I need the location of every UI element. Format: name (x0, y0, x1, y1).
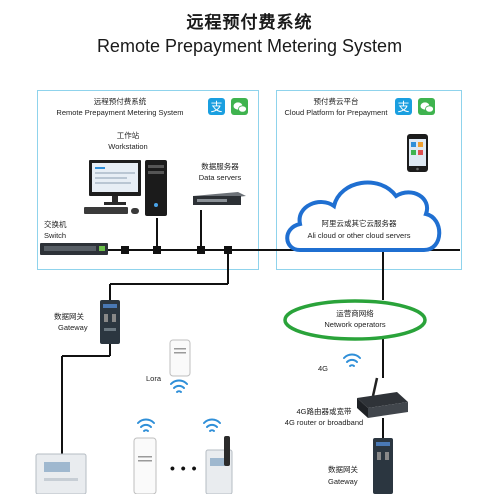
alipay-icon-left: 支 (208, 98, 225, 115)
data-server-device (193, 192, 246, 205)
switch-label-en: Switch (44, 231, 67, 240)
gateway-left-device (100, 300, 120, 344)
workstation-label-cn: 工作站 (116, 131, 140, 140)
data-servers-label-en: Data servers (198, 173, 242, 182)
right-panel-title-en: Cloud Platform for Prepayment (284, 108, 388, 117)
right-panel (276, 90, 462, 270)
switch-device (40, 243, 108, 255)
smartphone-icon (407, 134, 428, 172)
network-operators-label-en: Network operators (324, 320, 386, 329)
wechat-icon-right (418, 98, 435, 115)
left-panel-title-cn: 远程预付费系统 (93, 97, 147, 106)
lora-module (169, 339, 191, 377)
wechat-icon-left (231, 98, 248, 115)
network-operators-ring (283, 299, 427, 341)
lora-label: Lora (146, 374, 162, 383)
ellipsis-more-devices: • • • (170, 460, 198, 476)
fourg-label: 4G (318, 364, 329, 373)
gateway-left-label-cn: 数据网关 (54, 312, 84, 321)
alipay-icon-right: 支 (395, 98, 412, 115)
router-label-cn: 4G路由器或宽带 (296, 407, 352, 416)
gateway-right-device (373, 438, 393, 494)
gateway-left-label-en: Gateway (58, 323, 88, 332)
cloud-label-en: Ali cloud or other cloud servers (307, 231, 411, 240)
svg-text:支: 支 (397, 100, 409, 114)
meter-module (133, 437, 157, 494)
cloud-shape (285, 180, 442, 252)
workstation-monitor (84, 160, 141, 214)
left-panel-title-en: Remote Prepayment Metering System (56, 108, 184, 117)
wifi-icon-lora (170, 379, 188, 393)
page-title-en: Remote Prepayment Metering System (96, 36, 403, 56)
network-operators-label-cn: 运营商网络 (336, 309, 374, 318)
router-label-en: 4G router or broadband (284, 418, 364, 427)
cloud-label-cn: 阿里云或其它云服务器 (321, 219, 397, 228)
junction-points (121, 246, 232, 254)
antenna-meter-device (205, 436, 233, 494)
data-servers-label-cn: 数据服务器 (201, 162, 239, 171)
wifi-icon-4g (343, 353, 361, 367)
wifi-icon-antenna (203, 418, 221, 432)
router-device (357, 377, 408, 418)
workstation-label-en: Workstation (108, 142, 148, 151)
switch-label-cn: 交换机 (44, 220, 67, 229)
page-title-cn: 远程预付费系统 (186, 13, 313, 32)
tower-pc (145, 160, 167, 216)
wifi-icon-meter (137, 418, 155, 432)
right-panel-title-cn: 预付费云平台 (313, 97, 359, 106)
gateway-right-label-cn: 数据网关 (328, 465, 358, 474)
energy-meter-device (35, 453, 87, 494)
svg-text:支: 支 (210, 100, 222, 114)
gateway-right-label-en: Gateway (328, 477, 358, 486)
left-panel (37, 90, 259, 270)
